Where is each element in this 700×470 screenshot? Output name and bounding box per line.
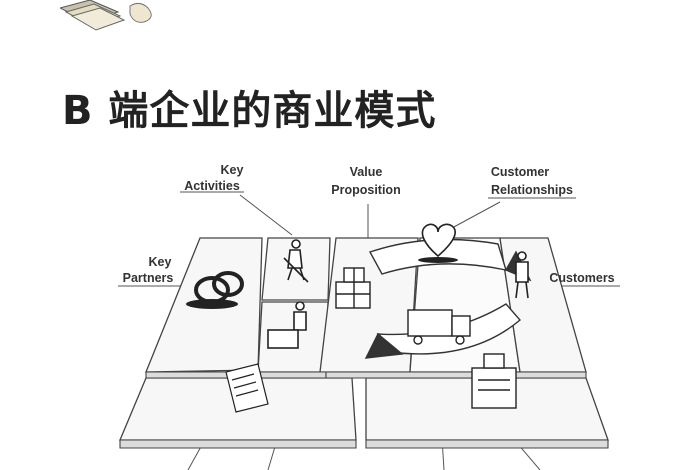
customer-relationships-label-line2: Relationships bbox=[491, 183, 573, 197]
heart-icon bbox=[418, 223, 458, 263]
gift-boxes-icon bbox=[335, 267, 371, 309]
delivery-truck-icon bbox=[407, 309, 471, 345]
value-proposition-label-line1: Value bbox=[350, 165, 383, 179]
key-activities-label-line1: Key bbox=[221, 163, 244, 177]
page-title: B 端企业的商业模式 bbox=[62, 88, 437, 134]
person-icon bbox=[515, 251, 529, 299]
document-icon bbox=[225, 363, 269, 413]
business-model-canvas-illustration: Key Activities Value Proposition Custome… bbox=[118, 163, 620, 470]
customers-label: Customers bbox=[549, 271, 614, 285]
key-activities-label-line2: Activities bbox=[184, 179, 240, 193]
key-partners-label-line2: Partners bbox=[123, 271, 174, 285]
worker-icon bbox=[283, 239, 309, 283]
cash-register-icon bbox=[471, 353, 517, 409]
money-stack-icon bbox=[60, 0, 152, 31]
customer-relationships-label-line1: Customer bbox=[491, 165, 549, 179]
worker-icon bbox=[267, 301, 307, 349]
value-proposition-label-line2: Proposition bbox=[331, 183, 400, 197]
key-partners-label-line1: Key bbox=[149, 255, 172, 269]
